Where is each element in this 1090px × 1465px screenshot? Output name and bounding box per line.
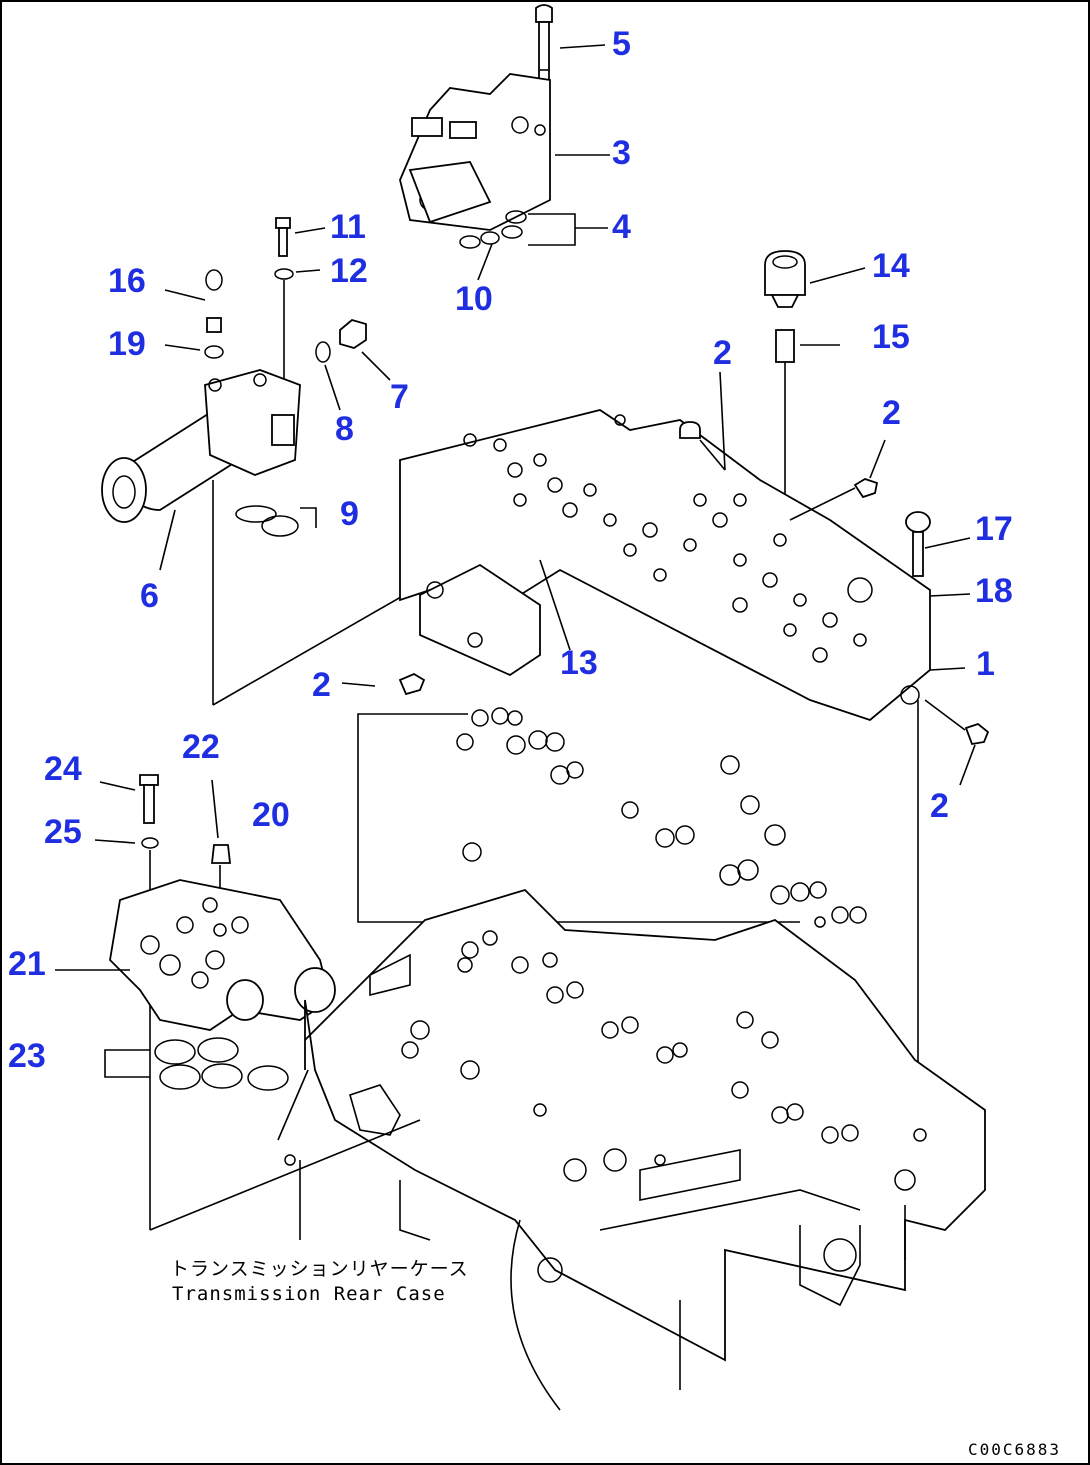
- part-7-8-drawing: [315, 319, 391, 411]
- callout-3: 3: [612, 134, 631, 172]
- part-14-15-drawing: [764, 250, 866, 560]
- rear-case-holes: [284, 930, 927, 1283]
- gasket-drawing: [357, 707, 867, 928]
- valve-body-holes: [426, 414, 920, 705]
- callout-12: 12: [330, 252, 368, 290]
- callout-14: 14: [872, 247, 910, 285]
- callout-10: 10: [455, 280, 493, 318]
- callout-7: 7: [390, 378, 409, 416]
- drawing-code: C00C6883: [968, 1440, 1061, 1459]
- part-6-solenoid-drawing: [101, 369, 501, 706]
- callout-13: 13: [560, 644, 598, 682]
- part-5-bolt-drawing: [535, 4, 606, 85]
- callout-4: 4: [612, 208, 631, 246]
- callout-2-top: 2: [713, 334, 732, 372]
- callout-17: 17: [975, 510, 1013, 548]
- callout-18: 18: [975, 572, 1013, 610]
- callout-2-right-top: 2: [882, 394, 901, 432]
- part-21-valve-drawing: [55, 879, 336, 1031]
- callout-20: 20: [252, 796, 290, 834]
- callout-2-right-bottom: 2: [930, 787, 949, 825]
- part-16-19-drawing: [164, 269, 224, 359]
- part-23-orings-drawing: [104, 1037, 289, 1091]
- callout-11: 11: [330, 208, 366, 246]
- callout-24: 24: [44, 750, 82, 788]
- part-2-plug-left-drawing: [341, 672, 426, 696]
- callout-2-left: 2: [312, 666, 331, 704]
- callout-6: 6: [140, 577, 159, 615]
- callout-25: 25: [44, 813, 82, 851]
- callout-23: 23: [8, 1037, 46, 1075]
- part-1-valve-body-drawing: [399, 371, 966, 1135]
- caption-english: Transmission Rear Case: [172, 1283, 446, 1305]
- part-3-valve-block-drawing: [399, 73, 610, 231]
- callout-22: 22: [182, 728, 220, 766]
- callout-1: 1: [976, 645, 995, 683]
- callout-21: 21: [8, 945, 46, 983]
- part-4-orings-drawing: [459, 210, 608, 281]
- transmission-rear-case-drawing: [149, 888, 986, 1411]
- caption-japanese: トランスミッションリヤーケース: [170, 1258, 469, 1280]
- callout-8: 8: [335, 410, 354, 448]
- callout-5: 5: [612, 25, 631, 63]
- part-2-plug-right-drawing: [924, 699, 990, 786]
- callout-9: 9: [340, 495, 359, 533]
- callout-19: 19: [108, 325, 146, 363]
- callout-15: 15: [872, 318, 910, 356]
- callout-16: 16: [108, 262, 146, 300]
- part-17-18-drawing: [905, 511, 971, 650]
